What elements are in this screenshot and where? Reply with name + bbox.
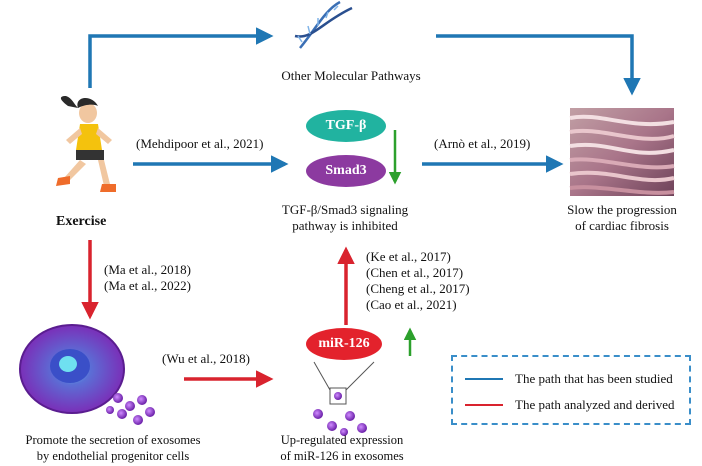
legend-label-derived: The path analyzed and derived: [515, 397, 675, 412]
endothelial-progenitor-cell-icon: [19, 324, 125, 414]
inhibited-caption: TGF-β/Smad3 signaling pathway is inhibit…: [260, 202, 430, 234]
ma-refs: (Ma et al., 2018) (Ma et al., 2022): [104, 262, 191, 294]
mehdipoor-ref: (Mehdipoor et al., 2021): [136, 136, 264, 151]
smad3-node: Smad3: [306, 155, 386, 187]
inhibited-line2: pathway is inhibited: [292, 218, 398, 233]
exosome-line1: Promote the secretion of exosomes: [25, 433, 201, 447]
legend-line-red: [465, 404, 503, 406]
mir-ref-4: (Cao et al., 2021): [366, 297, 457, 312]
mir-ref-1: (Ke et al., 2017): [366, 249, 451, 264]
tgf-beta-label: TGF-β: [325, 118, 367, 133]
cardiac-fibrosis-tissue-image: [569, 108, 675, 196]
exercise-label: Exercise: [56, 214, 107, 229]
upreg-line2: of miR-126 in exosomes: [280, 449, 404, 463]
inhibited-line1: TGF-β/Smad3 signaling: [281, 202, 409, 217]
mir-ref-2: (Chen et al., 2017): [366, 265, 464, 280]
mir126-node: miR-126: [306, 328, 382, 360]
fibrosis-caption: Slow the progression of cardiac fibrosis: [554, 202, 690, 234]
ma-ref-2: (Ma et al., 2022): [104, 278, 192, 293]
upreg-caption: Up-regulated expression of miR-126 in ex…: [262, 432, 422, 464]
arno-ref: (Arnò et al., 2019): [434, 136, 531, 151]
upreg-line1: Up-regulated expression: [280, 433, 404, 447]
legend-row-studied: The path that has been studied: [465, 371, 673, 387]
mir-magnifier-lines: [313, 361, 375, 405]
legend-box: The path that has been studied The path …: [451, 355, 691, 425]
legend-line-blue: [465, 378, 503, 380]
blue-arrow-top-left: [88, 27, 274, 88]
exosome-caption: Promote the secretion of exosomes by end…: [0, 432, 226, 464]
mir-ref-3: (Cheng et al., 2017): [366, 281, 470, 296]
legend-row-derived: The path analyzed and derived: [465, 397, 675, 413]
tgf-beta-node: TGF-β: [306, 110, 386, 142]
exosome-particles-icon: [106, 393, 155, 425]
fibrosis-line1: Slow the progression: [567, 202, 677, 217]
dna-helix-icon: [294, 0, 353, 49]
ma-ref-1: (Ma et al., 2018): [104, 262, 192, 277]
runner-exercise-icon: [56, 96, 116, 192]
legend-label-studied: The path that has been studied: [515, 371, 673, 386]
blue-arrow-top-right: [436, 34, 641, 96]
wu-ref: (Wu et al., 2018): [162, 351, 250, 366]
exosome-particles-icon: [313, 409, 367, 436]
exosome-line2: by endothelial progenitor cells: [36, 449, 190, 463]
other-pathways-label: Other Molecular Pathways: [281, 68, 421, 83]
mir-refs: (Ke et al., 2017) (Chen et al., 2017) (C…: [366, 249, 470, 313]
fibrosis-line2: of cardiac fibrosis: [575, 218, 669, 233]
mir126-label: miR-126: [318, 336, 370, 351]
smad3-label: Smad3: [325, 163, 367, 178]
